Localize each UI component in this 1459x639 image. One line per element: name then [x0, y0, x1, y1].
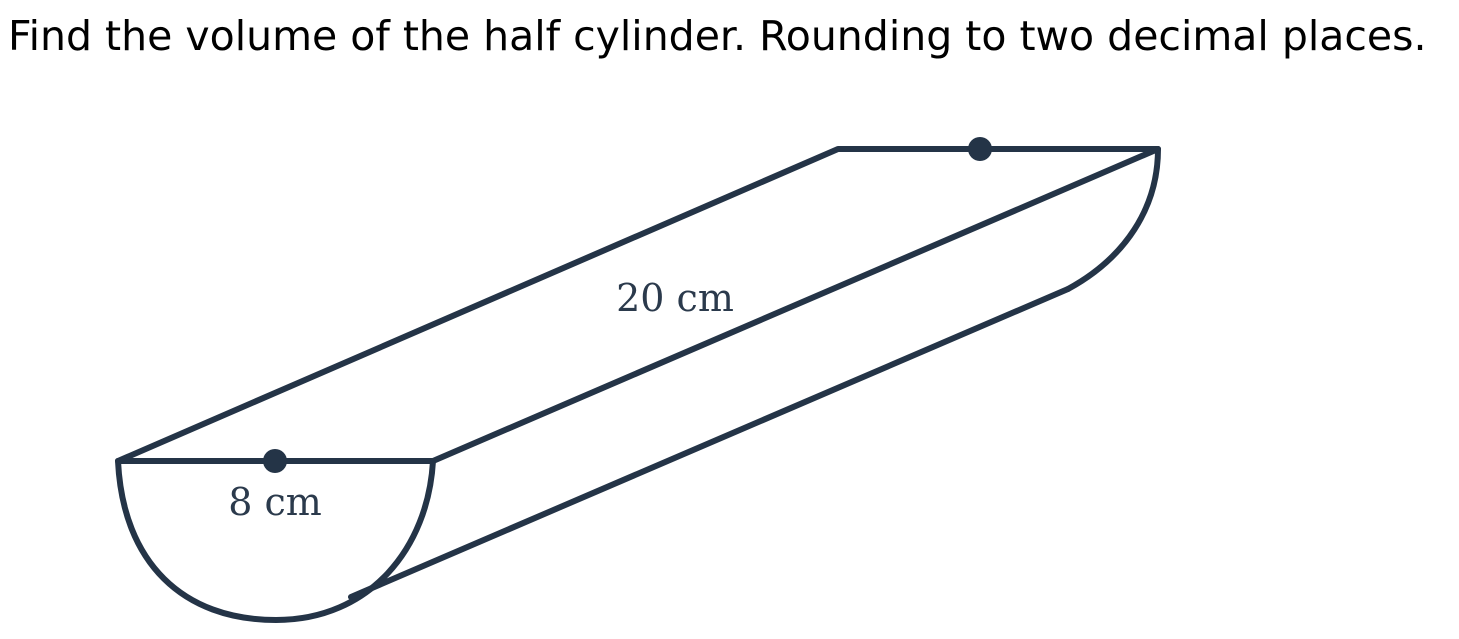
half-cylinder-outline	[115, 146, 1161, 623]
back-center-point	[968, 137, 992, 161]
front-semicircle-arc	[115, 458, 436, 623]
back-semicircle-arc	[1065, 146, 1161, 292]
flat-face-edge-far	[115, 146, 1161, 464]
question-text: Find the volume of the half cylinder. Ro…	[8, 12, 1427, 60]
diameter-label: 8 cm	[228, 480, 322, 524]
curved-surface-bottom-edge	[348, 286, 1071, 600]
length-label: 20 cm	[616, 276, 734, 320]
front-center-point	[263, 449, 287, 473]
